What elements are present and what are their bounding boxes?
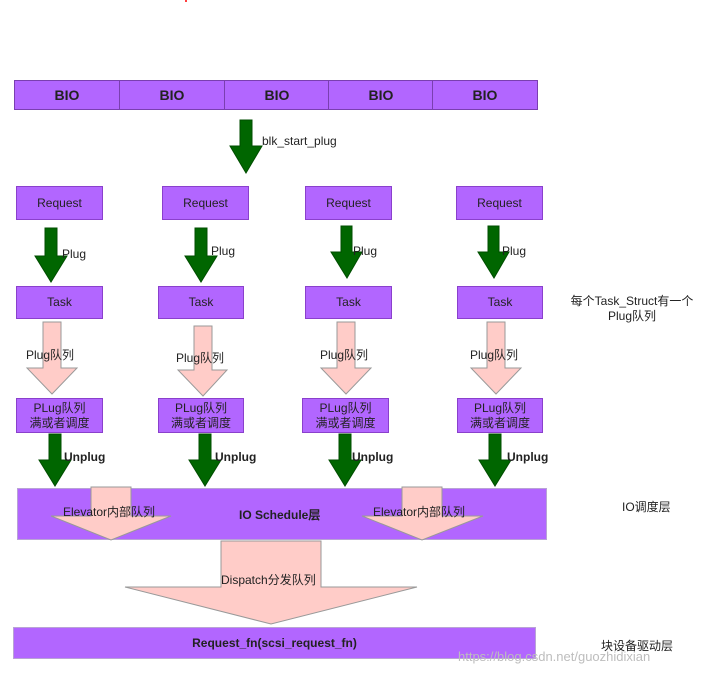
request-fn-layer: Request_fn(scsi_request_fn) bbox=[13, 627, 536, 659]
plug-full-line-2: 满或者调度 bbox=[170, 415, 231, 430]
plug-full-box-3: PLug队列 满或者调度 bbox=[302, 398, 389, 433]
task-struct-note: 每个Task_Struct有一个 Plug队列 bbox=[560, 294, 703, 324]
elevator-queue-arrow-right bbox=[361, 486, 484, 541]
plug-full-line-1: PLug队列 bbox=[319, 400, 372, 415]
start-plug-arrow bbox=[229, 119, 263, 174]
plug-queue-label-1: Plug队列 bbox=[26, 348, 75, 362]
request-fn-title: Request_fn(scsi_request_fn) bbox=[192, 635, 357, 650]
plug-queue-label-4: Plug队列 bbox=[470, 348, 519, 362]
plug-label-2: Plug bbox=[211, 244, 236, 258]
request-box-4: Request bbox=[456, 186, 543, 220]
plug-full-line-1: PLug队列 bbox=[174, 400, 228, 415]
plug-arrow-2 bbox=[184, 227, 218, 283]
task-note-line-1: 每个Task_Struct有一个 bbox=[570, 294, 694, 308]
task-box-1: Task bbox=[16, 286, 103, 319]
io-schedule-side-note: IO调度层 bbox=[622, 500, 671, 514]
request-box-1: Request bbox=[16, 186, 103, 220]
block-driver-side-note: 块设备驱动层 bbox=[601, 639, 674, 653]
bio-block-5: BIO bbox=[432, 80, 538, 110]
dispatch-queue-label: Dispatch分发队列 bbox=[221, 573, 316, 587]
request-box-3: Request bbox=[305, 186, 392, 220]
task-box-2: Task bbox=[158, 286, 244, 319]
plug-arrow-1 bbox=[34, 227, 68, 283]
request-box-2: Request bbox=[162, 186, 249, 220]
plug-label-3: Plug bbox=[353, 244, 378, 258]
plug-full-line-2: 满或者调度 bbox=[29, 415, 90, 430]
task-box-3: Task bbox=[305, 286, 392, 319]
elevator-queue-arrow-left bbox=[50, 486, 172, 541]
plug-label-4: Plug bbox=[502, 244, 527, 258]
unplug-label-2: Unplug bbox=[215, 450, 257, 464]
unplug-arrow-4 bbox=[478, 433, 512, 487]
bio-block-4: BIO bbox=[328, 80, 434, 110]
unplug-arrow-2 bbox=[188, 433, 222, 487]
watermark: https://blog.csdn.net/guozhidixian bbox=[458, 649, 651, 664]
task-box-4: Task bbox=[457, 286, 543, 319]
plug-full-line-2: 满或者调度 bbox=[469, 415, 530, 430]
plug-queue-arrow-2 bbox=[176, 325, 229, 397]
plug-full-box-1: PLug队列 满或者调度 bbox=[16, 398, 103, 433]
plug-label-1: Plug bbox=[62, 247, 87, 261]
plug-full-box-4: PLug队列 满或者调度 bbox=[457, 398, 543, 433]
elevator-queue-label-left: Elevator内部队列 bbox=[63, 505, 156, 519]
plug-queue-label-3: Plug队列 bbox=[320, 348, 369, 362]
plug-full-line-1: PLug队列 bbox=[473, 400, 527, 415]
unplug-label-4: Unplug bbox=[507, 450, 549, 464]
unplug-arrow-3 bbox=[328, 433, 362, 487]
plug-queue-label-2: Plug队列 bbox=[176, 351, 225, 365]
unplug-arrow-1 bbox=[38, 433, 72, 487]
dispatch-queue-arrow bbox=[124, 540, 418, 625]
bio-block-2: BIO bbox=[119, 80, 225, 110]
bio-block-1: BIO bbox=[14, 80, 120, 110]
plug-queue-arrow-4 bbox=[469, 321, 523, 395]
io-schedule-title: IO Schedule层 bbox=[239, 508, 321, 522]
start-plug-label: blk_start_plug bbox=[262, 134, 337, 148]
plug-full-line-2: 满或者调度 bbox=[315, 415, 376, 430]
unplug-label-1: Unplug bbox=[64, 450, 106, 464]
plug-arrow-4 bbox=[477, 225, 510, 279]
task-note-line-2: Plug队列 bbox=[607, 309, 657, 323]
elevator-queue-label-right: Elevator内部队列 bbox=[373, 505, 466, 519]
unplug-label-3: Unplug bbox=[352, 450, 394, 464]
bio-block-3: BIO bbox=[224, 80, 330, 110]
plug-queue-arrow-1 bbox=[25, 321, 79, 395]
plug-full-box-2: PLug队列 满或者调度 bbox=[158, 398, 244, 433]
plug-arrow-3 bbox=[330, 225, 363, 279]
stray-dot bbox=[185, 0, 187, 2]
plug-full-line-1: PLug队列 bbox=[33, 400, 86, 415]
plug-queue-arrow-3 bbox=[319, 321, 373, 395]
